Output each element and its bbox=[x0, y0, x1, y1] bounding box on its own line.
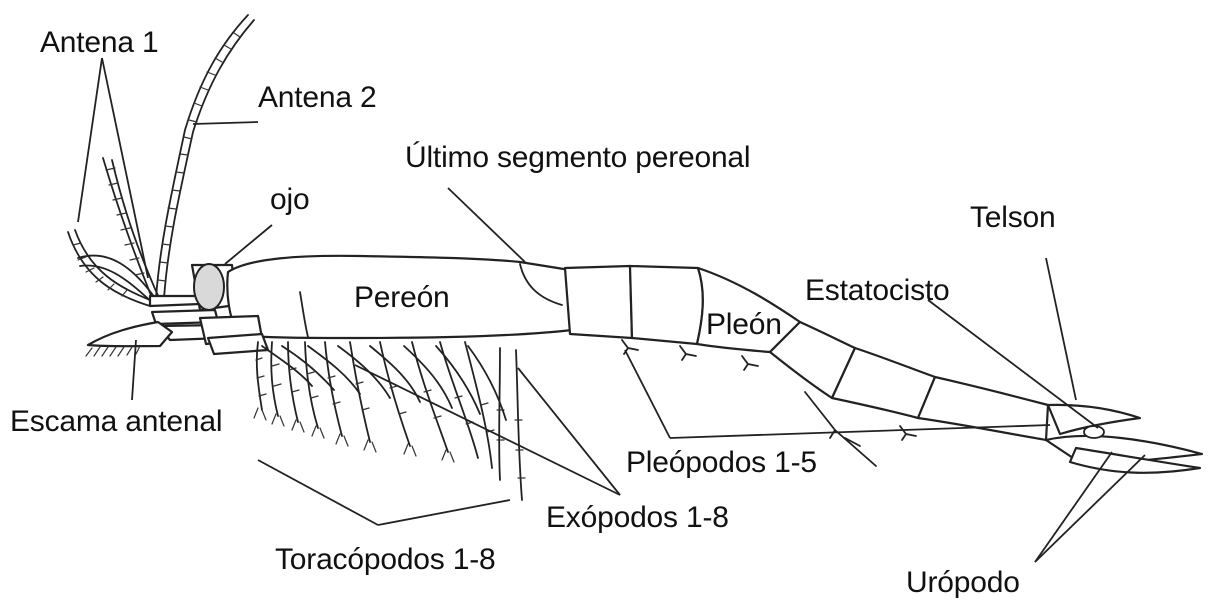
label-antena-2: Antena 2 bbox=[258, 83, 377, 113]
antenna-1-flagella bbox=[68, 158, 159, 306]
thoracopods bbox=[254, 342, 525, 500]
label-ojo: ojo bbox=[270, 185, 309, 215]
label-estatocisto: Estatocisto bbox=[805, 276, 950, 306]
antennal-scale bbox=[86, 322, 172, 356]
label-antena-1: Antena 1 bbox=[40, 28, 159, 58]
tail-fan bbox=[1046, 405, 1202, 473]
label-uropodo: Urópodo bbox=[906, 568, 1020, 598]
label-exopodos: Exópodos 1-8 bbox=[546, 503, 729, 533]
label-pleon: Pleón bbox=[706, 310, 782, 340]
label-ultimo-segmento-pereonal: Último segmento pereonal bbox=[405, 143, 750, 173]
label-toracopodos: Toracópodos 1-8 bbox=[275, 545, 495, 575]
label-pereon: Pereón bbox=[354, 283, 450, 313]
label-telson: Telson bbox=[970, 203, 1056, 233]
antenna-2-flagellum bbox=[156, 15, 254, 298]
label-escama-antenal: Escama antenal bbox=[10, 407, 222, 437]
label-pleopodos: Pleópodos 1-5 bbox=[626, 448, 817, 478]
